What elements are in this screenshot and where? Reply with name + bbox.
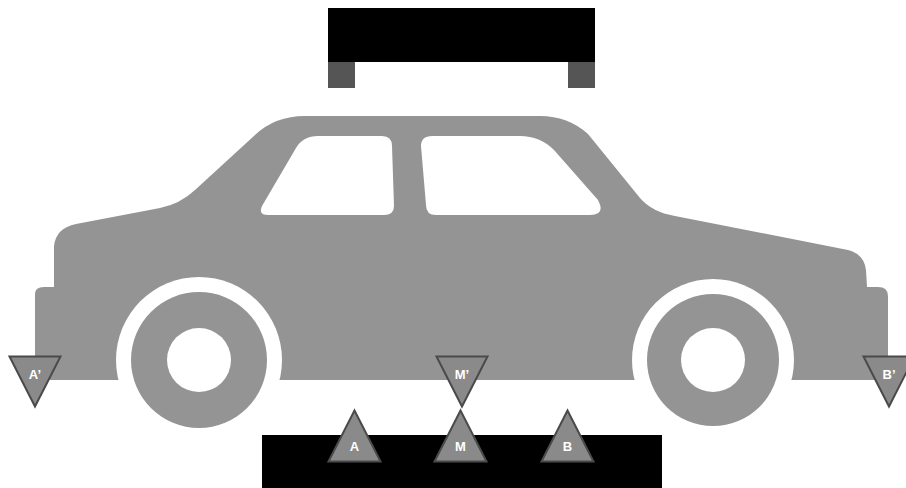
triangle-outline — [327, 409, 382, 463]
bar-foot — [568, 62, 595, 88]
wheel-hub — [681, 328, 745, 392]
wheel-hub — [167, 328, 231, 392]
wheel-tire — [131, 292, 267, 428]
marker-triangle-up: A — [327, 409, 382, 463]
marker-triangle-down: A’ — [8, 355, 62, 408]
point-label: A’ — [29, 368, 41, 408]
wheel-tire — [647, 294, 779, 426]
point-label: B’ — [883, 368, 896, 408]
point-label: A — [350, 440, 359, 463]
marker-triangle-up: B — [540, 409, 595, 463]
point-label: M’ — [455, 368, 469, 408]
bar-foot — [328, 62, 355, 88]
marker-triangle-up: M — [433, 409, 488, 463]
triangle-outline — [540, 409, 595, 463]
marker-triangle-down: M’ — [435, 355, 489, 408]
rear-window — [261, 136, 394, 215]
triangle-outline — [433, 409, 488, 463]
front-window — [421, 136, 601, 215]
point-label: B — [563, 440, 572, 463]
point-label: M — [455, 440, 466, 463]
top-bar — [328, 8, 595, 62]
marker-triangle-down: B’ — [862, 355, 906, 408]
